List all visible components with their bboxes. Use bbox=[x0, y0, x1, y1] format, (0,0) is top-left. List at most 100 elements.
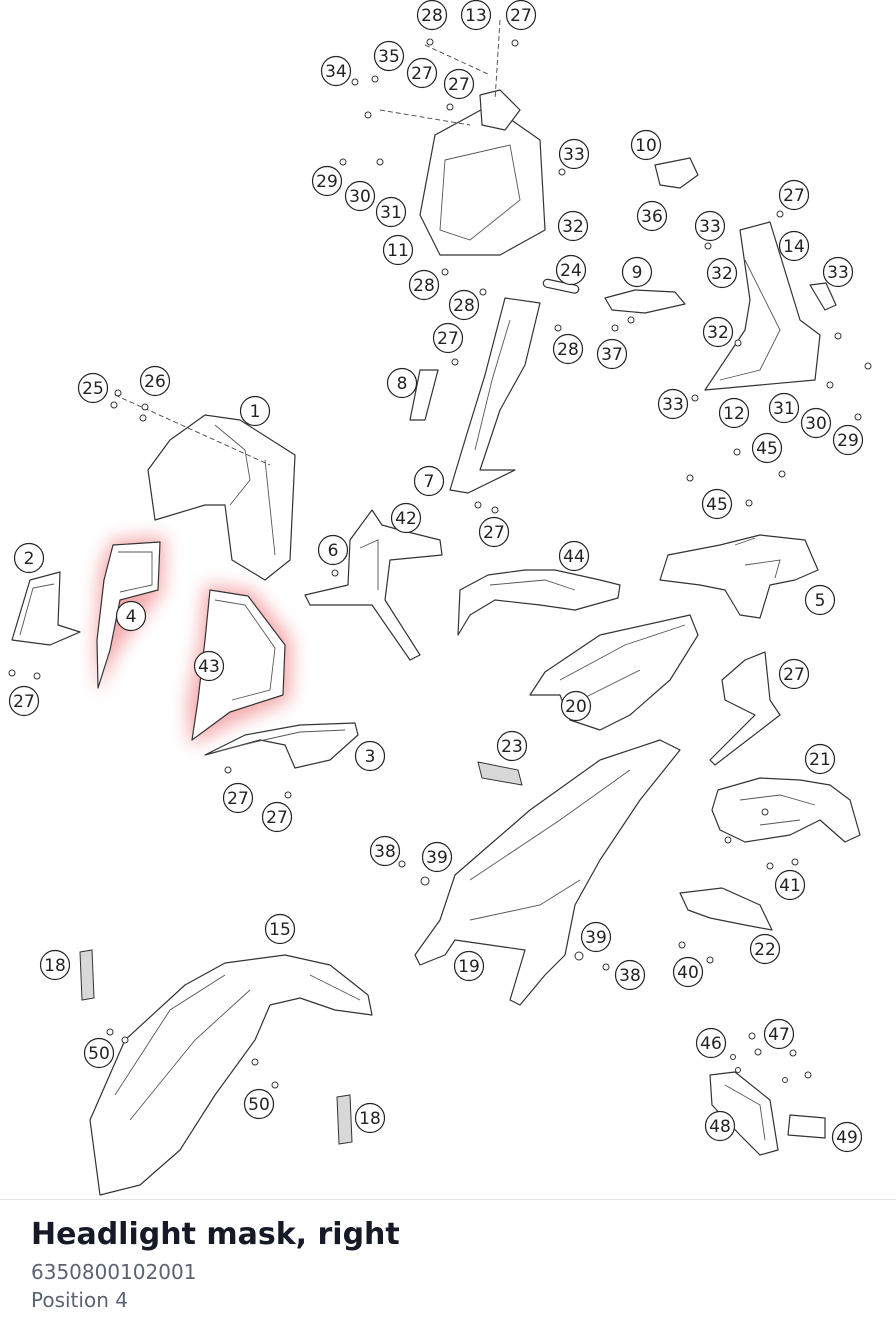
reflector-18-left bbox=[79, 949, 95, 1001]
callout-number: 45 bbox=[756, 439, 778, 459]
callout-number: 29 bbox=[316, 172, 338, 192]
callout-number: 27 bbox=[510, 6, 532, 26]
callout-4[interactable]: 4 bbox=[115, 600, 147, 632]
callout-number: 7 bbox=[424, 472, 435, 492]
callout-8: 8 bbox=[386, 367, 418, 399]
callout-number: 18 bbox=[359, 1109, 381, 1129]
callout-number: 44 bbox=[563, 547, 585, 567]
callout-number: 22 bbox=[754, 940, 776, 960]
callout-49: 49 bbox=[831, 1121, 863, 1153]
callout-27: 27 bbox=[778, 179, 810, 211]
callout-50: 50 bbox=[83, 1037, 115, 1069]
callout-number: 20 bbox=[565, 697, 587, 717]
brake-lever-guard-42 bbox=[457, 569, 621, 636]
callout-number: 3 bbox=[365, 747, 376, 767]
right-side-bracket bbox=[704, 221, 837, 391]
callout-27: 27 bbox=[222, 782, 254, 814]
callout-number: 29 bbox=[837, 431, 859, 451]
callout-number: 28 bbox=[453, 296, 475, 316]
callout-number: 27 bbox=[411, 64, 433, 84]
bracket-43 bbox=[709, 651, 781, 766]
callout-number: 42 bbox=[395, 509, 417, 529]
callout-number: 33 bbox=[563, 145, 585, 165]
callout-number: 10 bbox=[635, 136, 657, 156]
callout-number: 19 bbox=[458, 957, 480, 977]
callout-14: 14 bbox=[778, 230, 810, 262]
callout-25: 25 bbox=[77, 372, 109, 404]
callout-33: 33 bbox=[822, 256, 854, 288]
callout-9: 9 bbox=[621, 256, 653, 288]
callout-number: 26 bbox=[144, 372, 166, 392]
callout-number: 40 bbox=[677, 963, 699, 983]
callout-43: 43 bbox=[193, 650, 225, 682]
callout-number: 50 bbox=[88, 1044, 110, 1064]
callout-number: 27 bbox=[483, 523, 505, 543]
callout-number: 11 bbox=[387, 241, 409, 261]
callout-42: 42 bbox=[390, 502, 422, 534]
callout-number: 37 bbox=[601, 345, 623, 365]
callout-number: 27 bbox=[227, 789, 249, 809]
upper-headlight-frame bbox=[379, 19, 546, 256]
callout-29: 29 bbox=[832, 424, 864, 456]
callout-number: 24 bbox=[560, 261, 582, 281]
callout-31: 31 bbox=[375, 196, 407, 228]
callout-number: 5 bbox=[815, 591, 826, 611]
callout-44: 44 bbox=[558, 540, 590, 572]
callout-27: 27 bbox=[406, 57, 438, 89]
callout-3: 3 bbox=[354, 740, 386, 772]
callout-33: 33 bbox=[558, 138, 590, 170]
callout-6: 6 bbox=[317, 534, 349, 566]
callout-number: 39 bbox=[585, 928, 607, 948]
callout-28: 28 bbox=[552, 333, 584, 365]
callout-number: 9 bbox=[632, 263, 643, 283]
callout-50: 50 bbox=[243, 1088, 275, 1120]
callout-33: 33 bbox=[657, 388, 689, 420]
callout-number: 12 bbox=[723, 404, 745, 424]
callout-20: 20 bbox=[560, 690, 592, 722]
callout-2: 2 bbox=[13, 542, 45, 574]
callout-number: 28 bbox=[421, 6, 443, 26]
callout-39: 39 bbox=[580, 921, 612, 953]
callout-27: 27 bbox=[261, 801, 293, 833]
callout-number: 41 bbox=[779, 876, 801, 896]
callout-38: 38 bbox=[369, 835, 401, 867]
callout-number: 6 bbox=[328, 541, 339, 561]
callout-15: 15 bbox=[264, 913, 296, 945]
callout-13: 13 bbox=[460, 0, 492, 31]
part-info-panel: Headlight mask, right 6350800102001 Posi… bbox=[31, 1215, 400, 1313]
callout-number: 46 bbox=[700, 1034, 722, 1054]
callout-18: 18 bbox=[354, 1102, 386, 1134]
callout-number: 13 bbox=[465, 6, 487, 26]
callout-32: 32 bbox=[706, 257, 738, 289]
callout-number: 31 bbox=[773, 399, 795, 419]
headlight-mask-right-4[interactable] bbox=[96, 541, 161, 689]
callout-28: 28 bbox=[448, 289, 480, 321]
callout-number: 32 bbox=[711, 264, 733, 284]
callout-37: 37 bbox=[596, 338, 628, 370]
callout-number: 15 bbox=[269, 920, 291, 940]
callout-number: 8 bbox=[397, 374, 408, 394]
callout-45: 45 bbox=[701, 488, 733, 520]
callout-18: 18 bbox=[39, 949, 71, 981]
callout-31: 31 bbox=[768, 392, 800, 424]
callout-number: 43 bbox=[198, 657, 220, 677]
callout-11: 11 bbox=[382, 234, 414, 266]
callout-number: 27 bbox=[13, 692, 35, 712]
callout-number: 18 bbox=[44, 956, 66, 976]
callout-5[interactable]: 5 bbox=[804, 584, 836, 616]
divider bbox=[0, 1199, 896, 1200]
callout-27: 27 bbox=[478, 516, 510, 548]
callout-39: 39 bbox=[421, 841, 453, 873]
callout-19: 19 bbox=[453, 950, 485, 982]
callout-32: 32 bbox=[702, 316, 734, 348]
callout-38: 38 bbox=[614, 959, 646, 991]
callout-27: 27 bbox=[432, 322, 464, 354]
callout-10: 10 bbox=[630, 129, 662, 161]
callout-48: 48 bbox=[704, 1110, 736, 1142]
callout-30: 30 bbox=[800, 407, 832, 439]
part-23 bbox=[477, 761, 523, 786]
callout-number: 30 bbox=[349, 187, 371, 207]
callout-number: 35 bbox=[378, 47, 400, 67]
callout-21: 21 bbox=[804, 743, 836, 775]
